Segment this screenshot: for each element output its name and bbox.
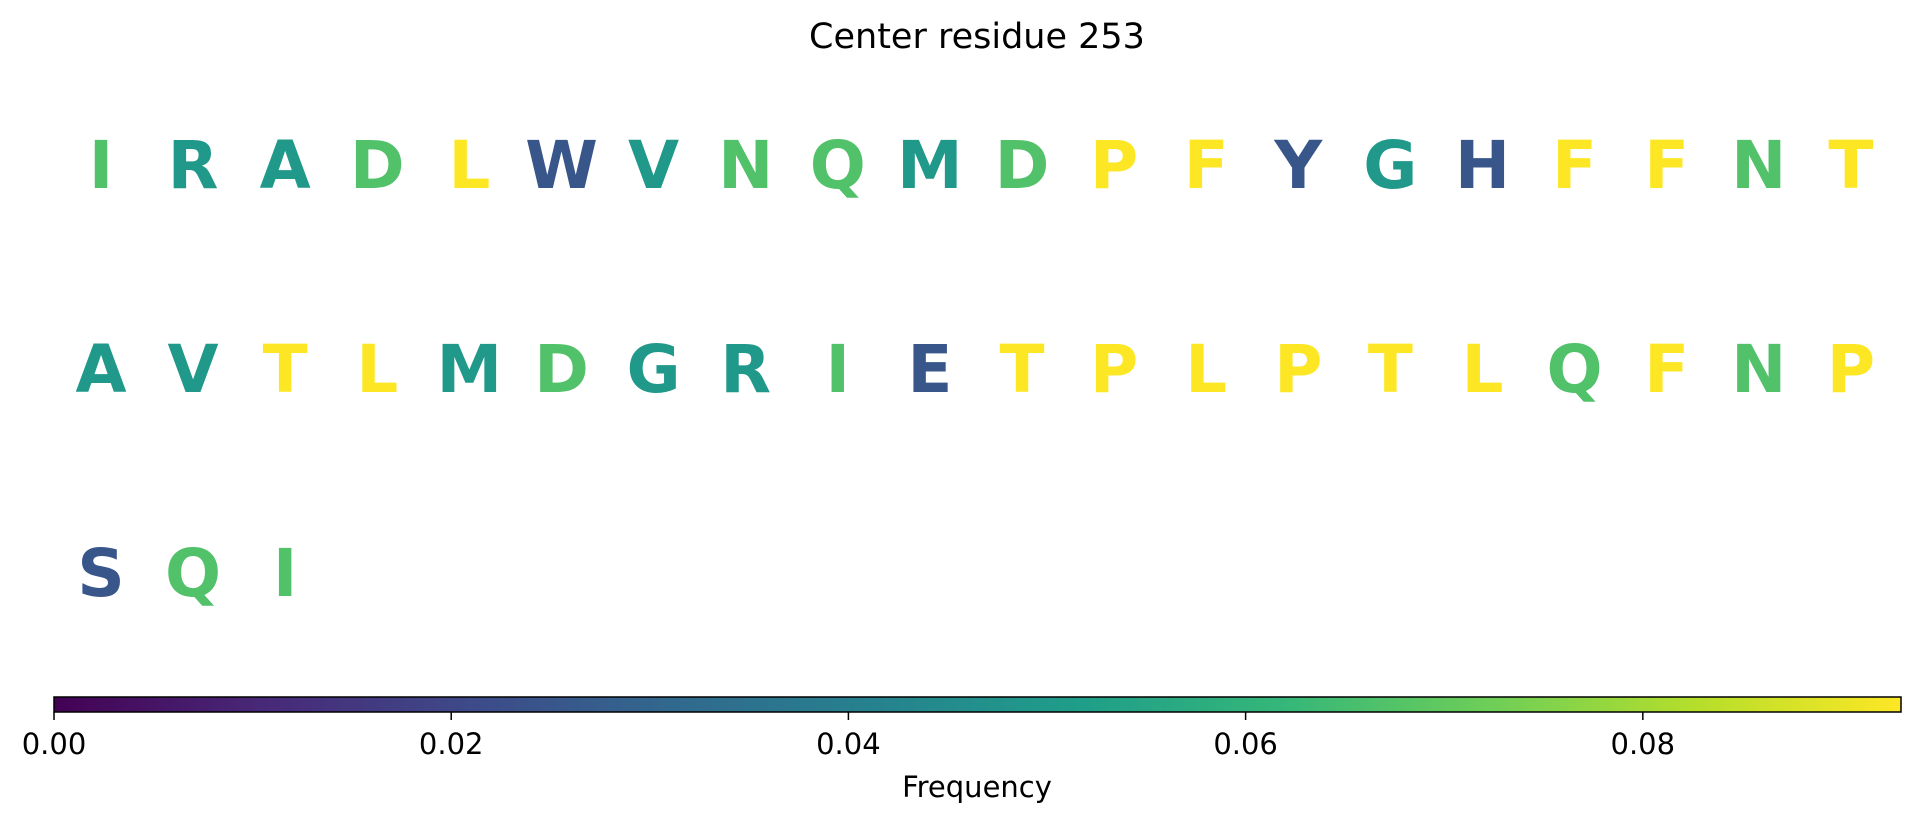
residue-letter: V [628,127,679,204]
colorbar-gradient [53,696,1902,713]
residue-letter: Y [1273,127,1323,204]
residue-letter: T [1828,127,1873,204]
residue-letter: R [168,127,219,204]
residue-letter: V [168,331,219,408]
residue-letter: M [437,331,503,408]
residue-letter: D [534,331,589,408]
residue-letter: I [273,535,298,612]
residue-letter: T [999,331,1044,408]
residue-letter: A [260,127,311,204]
residue-letter: Q [165,535,221,612]
colorbar-tick-label: 0.02 [419,727,484,761]
residue-letter: N [718,127,773,204]
residue-letter: A [75,331,126,408]
colorbar-label: Frequency [902,770,1052,804]
residue-letter: T [263,331,308,408]
residue-letter: S [77,535,125,612]
residue-letter: P [1274,331,1322,408]
colorbar-tick-label: 0.04 [816,727,881,761]
colorbar: 0.00 0.02 0.04 0.06 0.08 Frequency [22,696,1902,804]
colorbar-tick-label: 0.00 [22,727,87,761]
residue-letter: L [448,127,490,204]
residue-letter: F [1184,127,1229,204]
residue-letter: I [89,127,114,204]
colorbar-tick-label: 0.06 [1213,727,1278,761]
residue-letter: L [1461,331,1503,408]
residue-letter: F [1552,127,1597,204]
residue-letter: I [826,331,851,408]
residue-letter: L [356,331,398,408]
residue-letter: Q [810,127,866,204]
residue-letter: T [1368,331,1413,408]
residue-letter: E [907,331,952,408]
colorbar-ticks: 0.00 0.02 0.04 0.06 0.08 [22,712,1675,761]
residue-letter: F [1644,331,1689,408]
residue-letter: W [525,127,598,204]
residue-letter: D [995,127,1050,204]
residue-letter: N [1731,127,1786,204]
residue-letter: P [1090,331,1138,408]
residue-letter: D [350,127,405,204]
residue-letter: H [1455,127,1510,204]
residue-letter: N [1731,331,1786,408]
residue-letter: P [1827,331,1875,408]
chart-title: Center residue 253 [809,17,1145,57]
residue-letter: P [1090,127,1138,204]
residue-letter: G [627,331,681,408]
residue-letter: L [1185,331,1227,408]
residue-letter: G [1363,127,1417,204]
residue-letter: Q [1547,331,1603,408]
residue-letter: F [1644,127,1689,204]
colorbar-tick-label: 0.08 [1611,727,1676,761]
residue-letter: R [720,331,771,408]
residue-letter: M [897,127,963,204]
